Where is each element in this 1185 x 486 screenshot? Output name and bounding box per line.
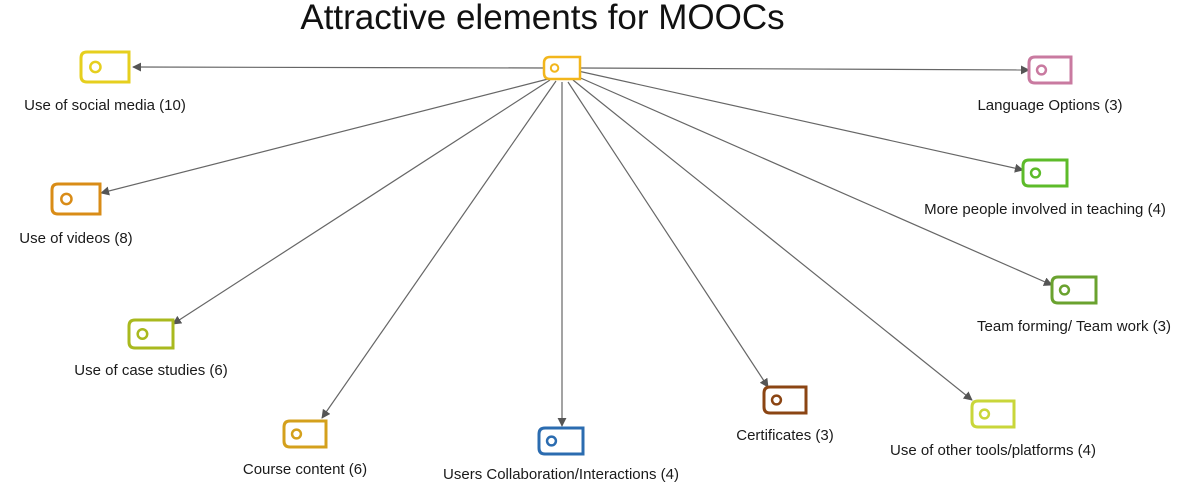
node-label-team-forming: Team forming/ Team work (3) — [977, 318, 1171, 335]
node-dot-icon — [89, 60, 102, 74]
node-dot-icon — [545, 435, 558, 447]
edge-case-studies — [172, 79, 551, 325]
edge-videos — [100, 78, 549, 196]
node-label-language-options: Language Options (3) — [977, 97, 1122, 114]
node-dot-icon — [1029, 167, 1042, 179]
node-box — [1027, 55, 1073, 85]
node-box — [127, 318, 175, 350]
node-dot-icon — [1035, 64, 1048, 76]
edge-course-content — [321, 80, 557, 419]
edge-more-people — [577, 70, 1024, 173]
node-box — [1021, 158, 1069, 188]
edge-team-forming — [575, 75, 1053, 286]
edge-language-options — [579, 65, 1030, 75]
node-dot-icon — [978, 408, 991, 420]
node-more-people[interactable] — [1021, 158, 1069, 188]
node-team-forming[interactable] — [1050, 275, 1098, 305]
root-node[interactable] — [542, 55, 582, 81]
diagram-title: Attractive elements for MOOCs — [300, 0, 785, 37]
edge-social-media — [132, 62, 546, 72]
node-dot-icon — [549, 63, 560, 73]
node-dot-icon — [136, 327, 149, 341]
node-dot-icon — [770, 394, 783, 406]
node-box — [1050, 275, 1098, 305]
node-language-options[interactable] — [1027, 55, 1073, 85]
node-box — [537, 426, 585, 456]
node-box — [542, 55, 582, 81]
node-social-media[interactable] — [79, 50, 131, 84]
node-dot-icon — [1058, 284, 1071, 296]
node-label-other-tools: Use of other tools/platforms (4) — [890, 442, 1096, 459]
node-course-content[interactable] — [282, 419, 328, 449]
node-dot-icon — [290, 428, 303, 440]
node-label-social-media: Use of social media (10) — [24, 97, 186, 114]
node-label-course-content: Course content (6) — [243, 461, 367, 478]
node-label-case-studies: Use of case studies (6) — [74, 362, 227, 379]
node-other-tools[interactable] — [970, 399, 1016, 429]
node-certificates[interactable] — [762, 385, 808, 415]
node-box — [282, 419, 328, 449]
node-label-certificates: Certificates (3) — [736, 427, 834, 444]
node-users-collaboration[interactable] — [537, 426, 585, 456]
node-case-studies[interactable] — [127, 318, 175, 350]
edge-other-tools — [572, 79, 973, 401]
node-box — [970, 399, 1016, 429]
node-box — [762, 385, 808, 415]
node-box — [79, 50, 131, 84]
node-videos[interactable] — [50, 182, 102, 216]
edge-certificates — [567, 81, 769, 388]
node-label-more-people: More people involved in teaching (4) — [924, 201, 1166, 218]
node-dot-icon — [60, 192, 73, 206]
node-label-users-collaboration: Users Collaboration/Interactions (4) — [443, 466, 679, 483]
node-box — [50, 182, 102, 216]
node-label-videos: Use of videos (8) — [19, 230, 132, 247]
